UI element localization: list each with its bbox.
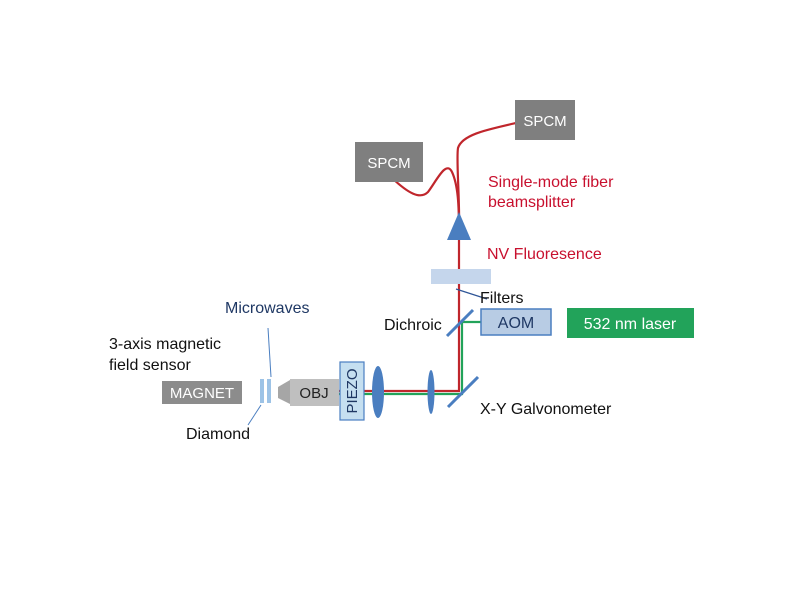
laser-label: 532 nm laser — [584, 316, 677, 333]
piezo-label: PIEZO — [344, 368, 361, 413]
objective-tip — [278, 380, 290, 404]
aom: AOM — [480, 308, 552, 336]
filters-pointer-line — [455, 288, 488, 300]
lens-right — [427, 370, 435, 414]
fluorescence-label: NV Fluoresence — [487, 246, 602, 263]
spcm-right-label: SPCM — [523, 113, 566, 130]
objective: OBJ — [278, 379, 339, 406]
galvo-label: X-Y Galvonometer — [480, 401, 612, 418]
dichroic-mirror — [445, 308, 475, 338]
spcm-right: SPCM — [515, 100, 575, 140]
diamond-pointer-line — [247, 404, 262, 426]
objective-label: OBJ — [299, 385, 328, 402]
spcm-right-box — [515, 100, 575, 140]
fiber-label-line2: beamsplitter — [488, 194, 576, 211]
piezo-box — [339, 361, 365, 421]
galvo-mirror — [446, 375, 480, 409]
piezo-stage: PIEZO — [339, 361, 365, 421]
fiber-to-right-spcm — [456, 121, 517, 233]
aom-box — [480, 308, 552, 336]
laser-box — [567, 308, 694, 338]
microwaves-label: Microwaves — [225, 300, 309, 317]
filter-plate — [431, 269, 491, 284]
microwave-antenna-plate — [260, 379, 264, 403]
sensor-label-line1: 3-axis magnetic — [109, 336, 221, 353]
lens-left — [372, 366, 384, 418]
magnet-box — [162, 381, 242, 404]
laser: 532 nm laser — [567, 308, 694, 338]
diamond-label: Diamond — [186, 426, 250, 443]
aom-label: AOM — [498, 315, 534, 332]
fiber-beamsplitter-triangle — [447, 212, 471, 240]
magnet: MAGNET — [162, 381, 242, 404]
sensor-label-line2: field sensor — [109, 357, 191, 374]
spcm-left-label: SPCM — [367, 155, 410, 172]
red-beam-path — [290, 232, 461, 393]
dichroic-label: Dichroic — [384, 317, 442, 334]
spcm-left-box — [355, 142, 423, 182]
microwaves-pointer-line — [267, 327, 272, 378]
spcm-left: SPCM — [355, 142, 423, 182]
fiber-label-line1: Single-mode fiber — [488, 174, 614, 191]
filters-label: Filters — [480, 290, 524, 307]
magnet-label: MAGNET — [170, 385, 234, 402]
diamond-plate — [267, 379, 271, 403]
objective-body — [290, 379, 339, 406]
